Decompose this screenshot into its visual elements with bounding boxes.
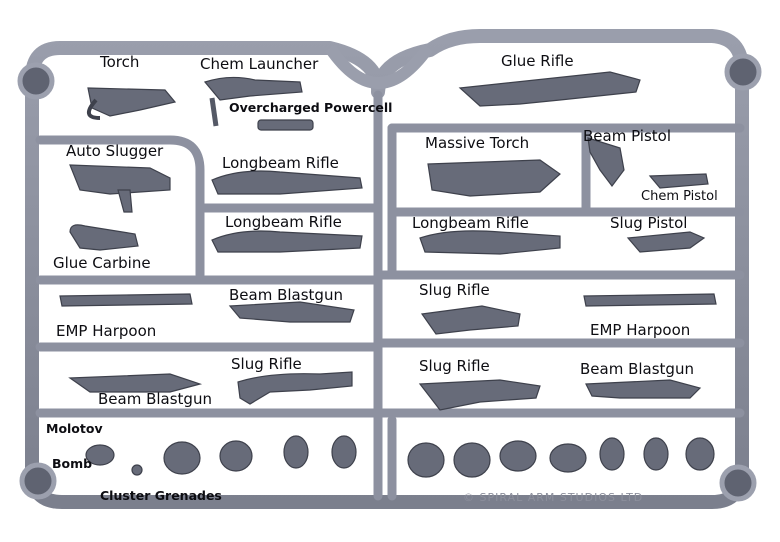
label-torch: Torch [100, 53, 140, 71]
corner-boss [17, 62, 55, 100]
label-emp-harpoon-1: EMP Harpoon [56, 322, 157, 340]
label-beam-blastgun-3: Beam Blastgun [98, 390, 212, 408]
corner-boss [719, 464, 757, 502]
label-beam-blastgun-1: Beam Blastgun [229, 286, 343, 304]
label-glue-rifle: Glue Rifle [501, 52, 574, 70]
corner-boss [724, 53, 762, 91]
label-auto-slugger: Auto Slugger [66, 142, 164, 160]
label-overcharged-powercell: Overcharged Powercell [229, 100, 393, 115]
label-slug-rifle-2: Slug Rifle [231, 355, 302, 373]
copyright-text: © SPIRAL ARM STUDIOS LTD [463, 491, 644, 504]
label-emp-harpoon-2: EMP Harpoon [590, 321, 691, 339]
label-molotov: Molotov [46, 421, 103, 436]
label-longbeam-rifle-1: Longbeam Rifle [222, 154, 339, 172]
label-beam-blastgun-2: Beam Blastgun [580, 360, 694, 378]
corner-boss [19, 462, 57, 500]
label-slug-pistol: Slug Pistol [610, 214, 688, 232]
label-slug-rifle-3: Slug Rifle [419, 357, 490, 375]
label-chem-launcher: Chem Launcher [200, 55, 319, 73]
label-cluster-grenades: Cluster Grenades [100, 488, 222, 503]
label-longbeam-rifle-3: Longbeam Rifle [412, 214, 529, 232]
label-massive-torch: Massive Torch [425, 134, 530, 152]
label-longbeam-rifle-2: Longbeam Rifle [225, 213, 342, 231]
label-glue-carbine: Glue Carbine [53, 254, 151, 272]
label-beam-pistol: Beam Pistol [583, 127, 672, 145]
label-bomb: Bomb [52, 456, 93, 471]
label-chem-pistol: Chem Pistol [641, 189, 718, 204]
label-slug-rifle-1: Slug Rifle [419, 281, 490, 299]
